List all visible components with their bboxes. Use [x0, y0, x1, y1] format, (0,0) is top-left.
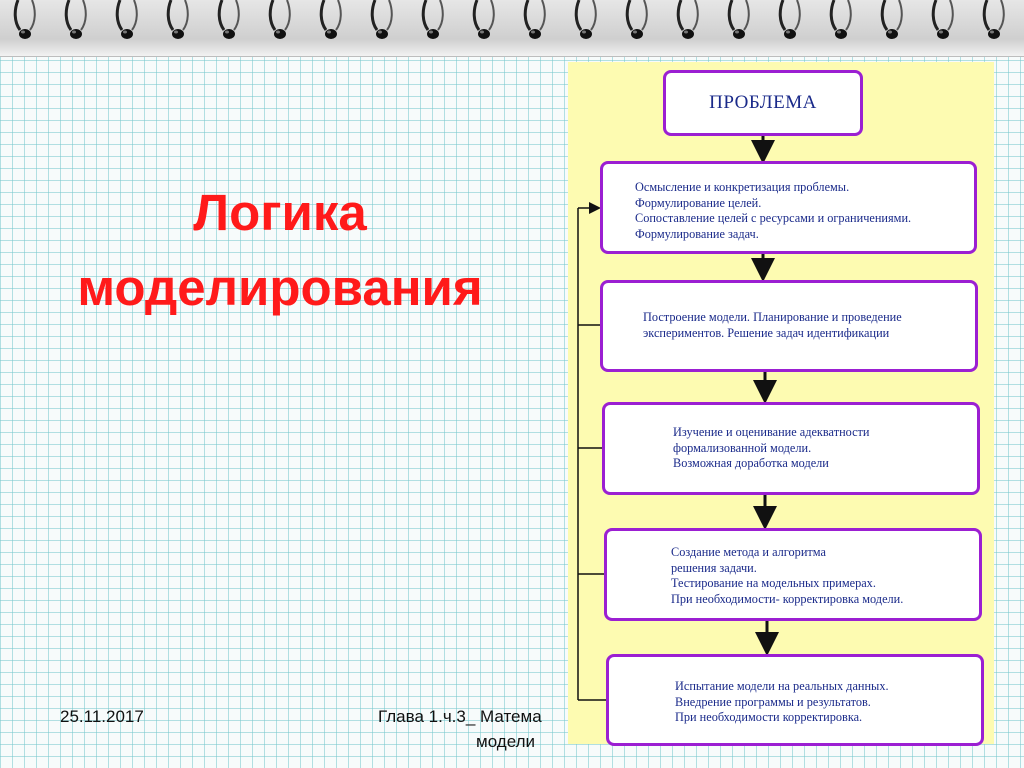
footer-chapter-title: Глава 1.ч.3_ Матема [378, 707, 542, 727]
step-box-5: Испытание модели на реальных данных. Вне… [606, 654, 984, 746]
step-box-3: Изучение и оценивание адекватности форма… [602, 402, 980, 495]
step-2-line: экспериментов. Решение задач идентификац… [643, 326, 975, 342]
step-1-line: Формулирование целей. [635, 196, 974, 212]
step-5-line: Испытание модели на реальных данных. [675, 679, 981, 695]
problem-label: ПРОБЛЕМА [709, 95, 817, 111]
step-4-line: Создание метода и алгоритма [671, 545, 979, 561]
footer-chapter-title-cont: модели [476, 732, 535, 752]
step-5-line: При необходимости корректировка. [675, 710, 981, 726]
step-box-4: Создание метода и алгоритма решения зада… [604, 528, 982, 621]
step-3-line: Возможная доработка модели [673, 456, 977, 472]
step-4-line: При необходимости- корректировка модели. [671, 592, 979, 608]
footer-date: 25.11.2017 [60, 707, 144, 727]
step-1-line: Сопоставление целей с ресурсами и ограни… [635, 211, 974, 227]
step-4-line: Тестирование на модельных примерах. [671, 576, 979, 592]
step-5-line: Внедрение программы и результатов. [675, 695, 981, 711]
step-1-line: Формулирование задач. [635, 227, 974, 243]
step-1-line: Осмысление и конкретизация проблемы. [635, 180, 974, 196]
step-3-line: Изучение и оценивание адекватности [673, 425, 977, 441]
problem-box: ПРОБЛЕМА [663, 70, 863, 136]
step-box-1: Осмысление и конкретизация проблемы. Фор… [600, 161, 977, 254]
step-2-line: Построение модели. Планирование и провед… [643, 310, 975, 326]
step-4-line: решения задачи. [671, 561, 979, 577]
step-box-2: Построение модели. Планирование и провед… [600, 280, 978, 372]
step-3-line: формализованной модели. [673, 441, 977, 457]
